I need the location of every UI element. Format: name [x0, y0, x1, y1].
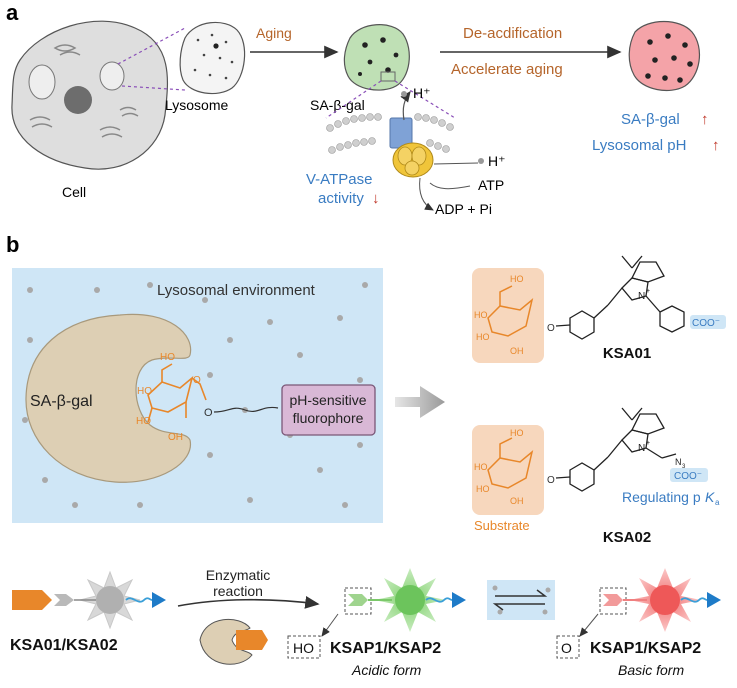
enzyme-icon [25, 313, 192, 483]
sugar-oh: OH [168, 432, 183, 443]
aging-label: Aging [256, 25, 292, 41]
ksa02-ho-left: HO [474, 462, 488, 472]
adp-label: ADP + Pi [435, 201, 492, 217]
ksa01-o: O [547, 323, 555, 334]
ksap-basic-icon [556, 568, 721, 659]
glycosidic-o: O [204, 407, 213, 419]
ksa01-n-plus: + [646, 288, 650, 295]
acidic-form-label: Acidic form [351, 662, 422, 678]
ksa01-n: N [638, 291, 645, 302]
sugar-ring-o: O [193, 375, 201, 386]
ksa02-n: N [638, 443, 645, 454]
lysosome-icon [179, 21, 246, 95]
cell-label: Cell [62, 184, 86, 200]
ksa02-coo: COO⁻ [674, 471, 702, 482]
ksa01-structure [487, 285, 534, 337]
ksa01-coo-highlight [690, 315, 726, 329]
ksa02-n3-sub: 3 [682, 464, 686, 470]
deacidification-label: De-acdification [463, 25, 562, 42]
panel-b-label: b [6, 232, 19, 257]
lysosome-label: Lysosome [165, 97, 229, 113]
adp-arrow [419, 177, 434, 211]
ksap-acidic-icon [287, 568, 466, 659]
linker-chain [213, 406, 279, 413]
panel-a-label: a [6, 0, 19, 25]
ksa02-ho-top: HO [510, 428, 524, 438]
atp-arrow [429, 182, 471, 190]
atp-synthase-icon [392, 142, 434, 178]
ksa02-label: KSA02 [603, 529, 651, 546]
result-ph-label: Lysosomal pH [592, 137, 686, 154]
fluorophore-box [281, 384, 376, 436]
ksa02-o: O [547, 475, 555, 486]
ksa02-scaffold [555, 407, 677, 492]
ksa01-scaffold [555, 255, 685, 340]
cleaved-sugar-icon [236, 630, 268, 650]
equilibrium-dots [492, 585, 551, 615]
result-ph-up-arrow: ↑ [712, 137, 720, 154]
proton-pump-arrow [400, 91, 411, 121]
zoom-line-bottom [121, 85, 186, 91]
ksa01-substrate-highlight [472, 268, 544, 363]
zoom-line-top [117, 27, 186, 65]
substrate-label: Substrate [474, 518, 530, 533]
sugar-ho-bottom: HO [136, 416, 151, 427]
ksa02-n3: N [675, 457, 682, 467]
sugar-substrate-icon [147, 363, 207, 423]
regulating-pka-label: Regulating p [622, 489, 701, 505]
enzymatic-arrow [177, 596, 320, 609]
bottom-ho: HO [293, 640, 314, 656]
sugar-ho-top: HO [160, 352, 175, 363]
ksa01-ho-bottom: HO [476, 332, 490, 342]
ksa02-coo-highlight [670, 468, 708, 482]
environment-label: Lysosomal environment [157, 282, 316, 299]
enzymatic-line2: reaction [213, 583, 263, 599]
atp-label: ATP [478, 177, 504, 193]
result-sa-up-arrow: ↑ [701, 111, 709, 128]
ksa01-ho-left: HO [474, 310, 488, 320]
fluorophore-line1: pH-sensitive [289, 392, 366, 408]
accelerate-aging-label: Accelerate aging [451, 61, 563, 78]
green-lysosome-icon [343, 24, 410, 91]
membrane-zoom-left [325, 80, 382, 119]
proton-dot-top [401, 91, 407, 97]
ksa02-ho-bottom: HO [476, 484, 490, 494]
ksa02-structure [487, 437, 534, 489]
proton-in-line [433, 162, 479, 165]
regulating-pka-k: K [705, 489, 715, 505]
enzymatic-line1: Enzymatic [206, 567, 271, 583]
pink-lysosome-icon [628, 21, 700, 92]
result-sa-b-gal-label: SA-β-gal [621, 111, 680, 128]
ksa01-oh: OH [510, 346, 524, 356]
bottom-ksap-basic-label: KSAP1/KSAP2 [590, 640, 701, 657]
sugar-ho-left: HO [137, 386, 152, 397]
proton-dot-right [478, 158, 484, 164]
ksa02-n-plus: + [646, 440, 650, 447]
sa-b-gal-label-a: SA-β-gal [310, 97, 365, 113]
fluorophore-line2: fluorophore [293, 410, 364, 426]
regulating-pka-sub: a [715, 498, 720, 507]
v-atpase-activity-label: activity [318, 190, 364, 207]
ksa01-coo: COO⁻ [692, 318, 720, 329]
membrane-bilayer [326, 113, 454, 154]
h-plus-top: H⁺ [413, 85, 431, 101]
v-atpase-label: V-ATPase [306, 171, 372, 188]
h-plus-right: H⁺ [488, 153, 506, 169]
bottom-ksa-label: KSA01/KSA02 [10, 637, 118, 654]
ksa01-ho-top: HO [510, 274, 524, 284]
cell-icon [11, 20, 169, 170]
v-atpase-down-arrow: ↓ [372, 190, 380, 207]
enzyme-label: SA-β-gal [30, 393, 93, 410]
conversion-arrow [395, 386, 445, 418]
probe-ksa-icon [12, 570, 166, 630]
ksa02-substrate-highlight [472, 425, 544, 515]
bottom-o: O [561, 640, 572, 656]
basic-form-label: Basic form [618, 662, 684, 678]
bottom-ksap-acid-label: KSAP1/KSAP2 [330, 640, 441, 657]
equilibrium-arrows-icon [492, 589, 548, 611]
ksa02-oh: OH [510, 496, 524, 506]
ksa01-label: KSA01 [603, 345, 651, 362]
